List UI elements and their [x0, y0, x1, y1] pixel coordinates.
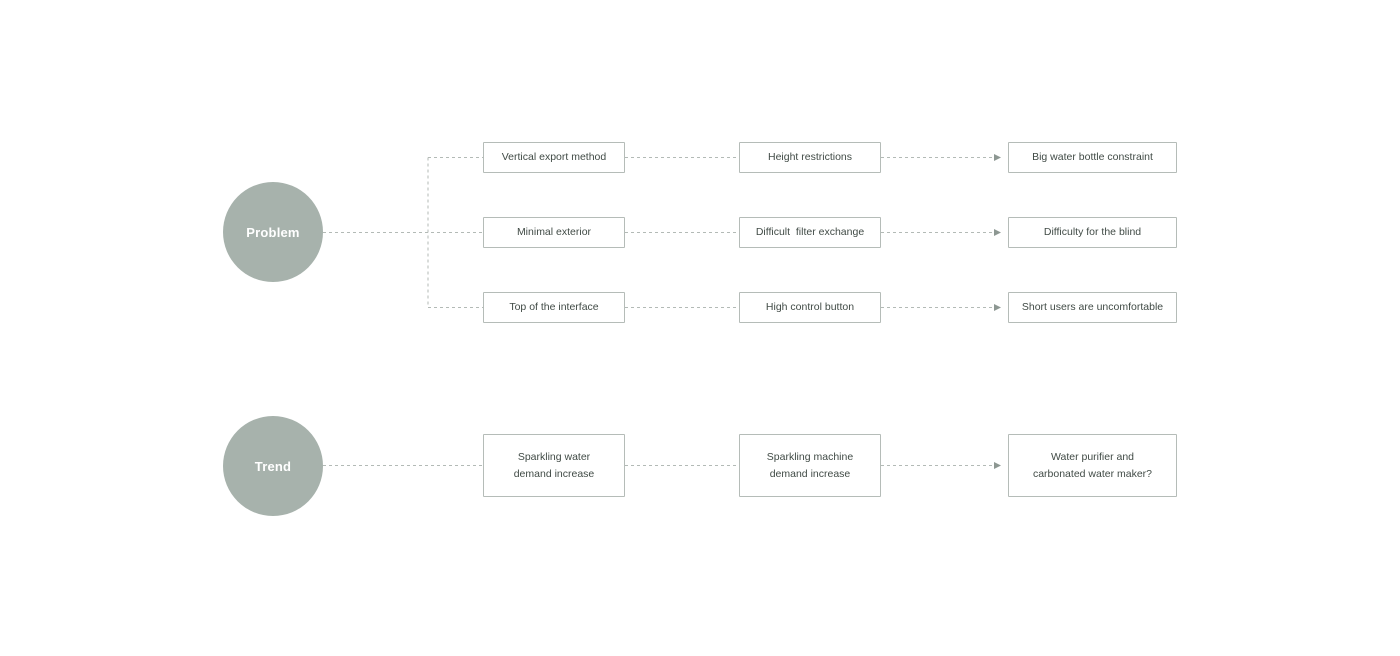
- node-difficulty-for-the-blind: Difficulty for the blind: [1008, 217, 1177, 248]
- node-label: High control button: [765, 301, 855, 314]
- trend-node: Trend: [223, 416, 323, 516]
- node-label: Short users are uncomfortable: [1021, 301, 1164, 314]
- node-label: Top of the interface: [509, 301, 599, 314]
- node-short-users-are-uncomfortable: Short users are uncomfortable: [1008, 292, 1177, 323]
- node-minimal-exterior: Minimal exterior: [483, 217, 625, 248]
- node-sparkling-machine-demand-increase: Sparkling machine demand increase: [739, 434, 881, 497]
- node-label: Sparkling machine demand increase: [766, 450, 854, 480]
- node-label: Height restrictions: [767, 151, 853, 164]
- node-top-of-the-interface: Top of the interface: [483, 292, 625, 323]
- problem-node: Problem: [223, 182, 323, 282]
- node-label: Water purifier and carbonated water make…: [1032, 450, 1153, 480]
- node-vertical-export-method: Vertical export method: [483, 142, 625, 173]
- node-label: Sparkling water demand increase: [513, 450, 595, 480]
- node-difficult-filter-exchange: Difficult filter exchange: [739, 217, 881, 248]
- problem-label: Problem: [246, 224, 300, 240]
- problem-connectors: [323, 154, 1001, 311]
- node-sparkling-water-demand-increase: Sparkling water demand increase: [483, 434, 625, 497]
- node-label: Big water bottle constraint: [1032, 151, 1153, 164]
- node-high-control-button: High control button: [739, 292, 881, 323]
- trend-label: Trend: [254, 458, 292, 474]
- node-label: Difficult filter exchange: [755, 226, 865, 239]
- node-big-water-bottle-constraint: Big water bottle constraint: [1008, 142, 1177, 173]
- node-label: Difficulty for the blind: [1043, 226, 1142, 239]
- node-label: Vertical export method: [501, 151, 607, 164]
- node-water-purifier-carbonated-maker: Water purifier and carbonated water make…: [1008, 434, 1177, 497]
- node-label: Minimal exterior: [516, 226, 592, 239]
- node-height-restrictions: Height restrictions: [739, 142, 881, 173]
